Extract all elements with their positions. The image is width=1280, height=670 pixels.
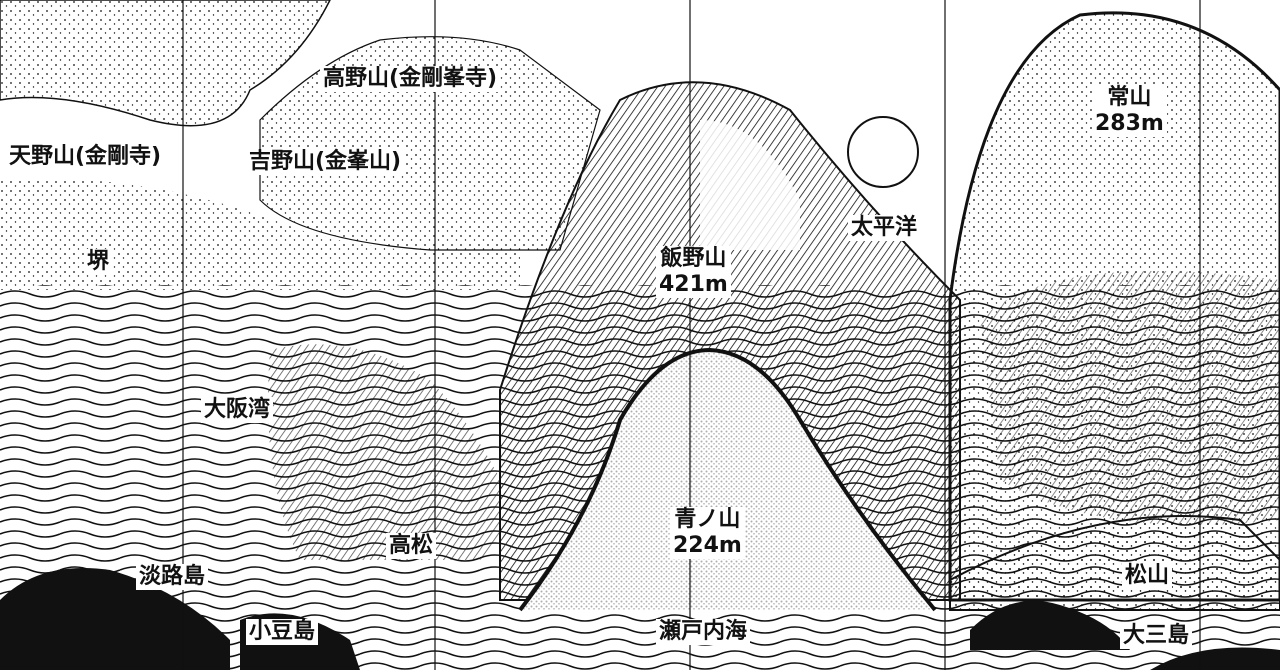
label-matsuyama: 松山 xyxy=(1122,563,1173,589)
label-setonaikai: 瀬戸内海 xyxy=(656,619,751,645)
tsuneyama-height: 283m xyxy=(1095,111,1164,136)
aonoyama-name: 青ノ山 xyxy=(674,507,741,532)
awajishima-island xyxy=(0,568,230,670)
aonoyama-mountain xyxy=(518,347,937,612)
tsuneyama-name: 常山 xyxy=(1107,85,1152,110)
label-takamatsu: 高松 xyxy=(386,533,437,559)
label-osaka-bay: 大阪湾 xyxy=(201,397,274,423)
label-yoshinoyama: 吉野山(金峯山) xyxy=(246,149,405,175)
label-omishima: 大三島 xyxy=(1120,623,1193,649)
iinoyama-height: 421m xyxy=(659,272,728,297)
label-awajishima: 淡路島 xyxy=(136,564,209,590)
label-aonoyama: 青ノ山 224m xyxy=(670,507,745,559)
label-shodoshima: 小豆島 xyxy=(246,619,319,645)
label-amanosan: 天野山(金剛寺) xyxy=(6,144,165,170)
omishima-island xyxy=(970,600,1130,650)
label-tsuneyama: 常山 283m xyxy=(1092,85,1167,137)
iinoyama-name: 飯野山 xyxy=(660,246,727,271)
label-taiheiyo: 太平洋 xyxy=(848,215,921,241)
aonoyama-height: 224m xyxy=(673,533,742,558)
distant-hills xyxy=(0,0,331,127)
sun xyxy=(847,116,919,188)
label-iinoyama: 飯野山 421m xyxy=(656,246,731,298)
label-sakai: 堺 xyxy=(84,249,113,275)
matsuyama-hill xyxy=(949,515,1280,611)
label-koyasan: 高野山(金剛峯寺) xyxy=(320,66,501,92)
